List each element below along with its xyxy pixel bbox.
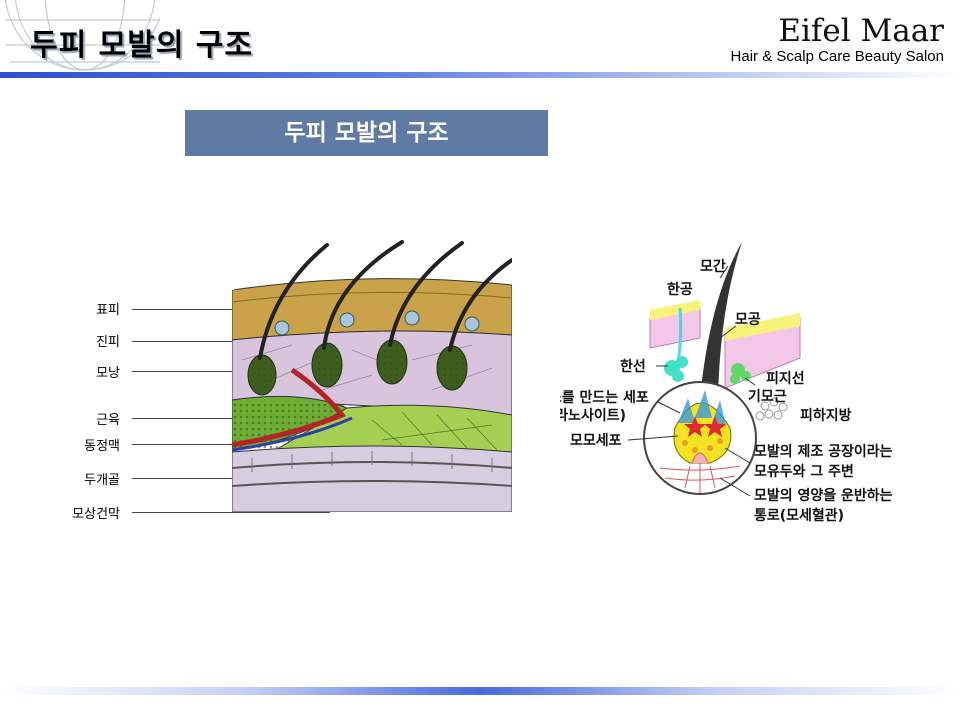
header-divider	[0, 72, 960, 78]
label-follicle: 모낭	[96, 366, 120, 381]
scalp-cross-section-illustration	[232, 240, 512, 512]
leader-artery-vein	[132, 444, 234, 445]
page-title: 두피 모발의 구조	[30, 28, 254, 63]
leader-follicle	[132, 371, 234, 372]
label-sebaceous-gland: 피지선	[766, 371, 805, 387]
label-dermis: 진피	[96, 335, 120, 350]
label-hair-shaft: 모간	[700, 258, 726, 275]
label-melanocyte-line2: (멜라노사이트)	[560, 407, 626, 424]
label-muscle: 근육	[96, 413, 120, 428]
leader-dermis	[132, 341, 234, 342]
leader-muscle	[132, 418, 234, 419]
globe-watermark-icon	[5, 0, 160, 71]
label-matrix-cell: 모모세포	[570, 433, 622, 449]
label-capillary-line1: 모발의 영양을 운반하는	[754, 487, 893, 504]
brand-block: Eifel Maar Hair & Scalp Care Beauty Salo…	[731, 14, 944, 66]
label-papilla-line2: 모유두와 그 주변	[754, 463, 854, 480]
label-sweat-pore: 한공	[667, 282, 693, 298]
label-skull: 두개골	[84, 473, 120, 488]
label-epidermis: 표피	[96, 303, 120, 318]
label-capillary-line2: 통로(모세혈관)	[754, 507, 844, 524]
leader-epidermis	[132, 309, 234, 310]
footer-divider	[0, 687, 960, 695]
label-hair-pore: 모공	[735, 312, 761, 328]
label-subcutaneous-fat: 피하지방	[800, 407, 852, 424]
hair-follicle-illustration: 모간 한공 모공 한선 피지선 기모근 색소를 만드는 세포 (멜라노사이트) …	[560, 242, 893, 524]
section-banner: 두피 모발의 구조	[185, 110, 548, 156]
label-galea: 모상건막	[72, 507, 120, 522]
brand-tagline: Hair & Scalp Care Beauty Salon	[730, 48, 944, 65]
label-papilla-line1: 모발의 제조 공장이라는	[754, 443, 893, 460]
label-arrector-muscle: 기모근	[748, 389, 787, 405]
leader-galea	[132, 512, 330, 513]
label-artery-vein: 동정맥	[84, 439, 120, 454]
leader-skull	[132, 478, 234, 479]
brand-name: Eifel Maar	[778, 13, 944, 49]
label-sweat-gland: 한선	[620, 359, 646, 375]
label-melanocyte-line1: 색소를 만드는 세포	[560, 390, 649, 406]
